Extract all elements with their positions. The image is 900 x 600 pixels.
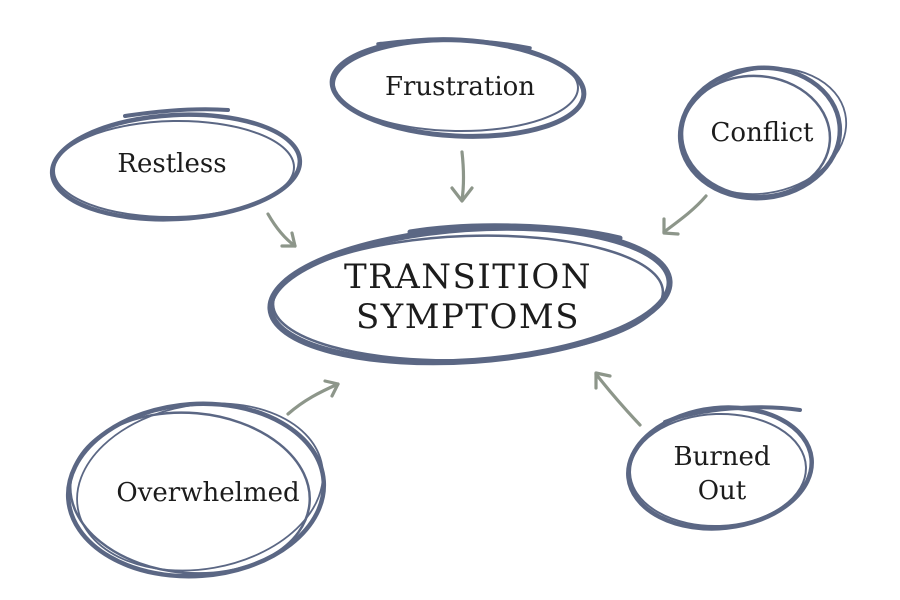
arrow-restless xyxy=(266,212,297,248)
node-overwhelmed: Overwhelmed xyxy=(65,401,327,579)
conflict-ring xyxy=(677,65,848,201)
overwhelmed-ring xyxy=(65,401,327,579)
center-title-line2: SYMPTOMS xyxy=(356,297,580,337)
center-ring xyxy=(267,223,673,366)
node-conflict: Conflict xyxy=(677,65,848,201)
conflict-label: Conflict xyxy=(711,118,815,148)
center-title-line1: TRANSITION xyxy=(344,257,592,297)
restless-label: Restless xyxy=(117,149,226,179)
arrow-frustration xyxy=(450,150,474,203)
arrow-conflict xyxy=(662,194,708,236)
burned-out-label-line1: Burned xyxy=(673,442,770,472)
burned-out-ring xyxy=(626,405,814,531)
restless-ring xyxy=(49,107,303,222)
overwhelmed-label: Overwhelmed xyxy=(116,478,299,508)
burned-out-label-line2: Out xyxy=(698,476,747,506)
node-restless: Restless xyxy=(49,107,303,222)
center-node: TRANSITION SYMPTOMS xyxy=(267,223,673,366)
frustration-ring xyxy=(329,37,587,139)
node-frustration: Frustration xyxy=(329,37,587,139)
frustration-label: Frustration xyxy=(385,72,535,102)
node-burned-out: Burned Out xyxy=(626,405,814,531)
arrow-burned-out xyxy=(594,371,642,427)
arrow-overwhelmed xyxy=(286,379,340,416)
